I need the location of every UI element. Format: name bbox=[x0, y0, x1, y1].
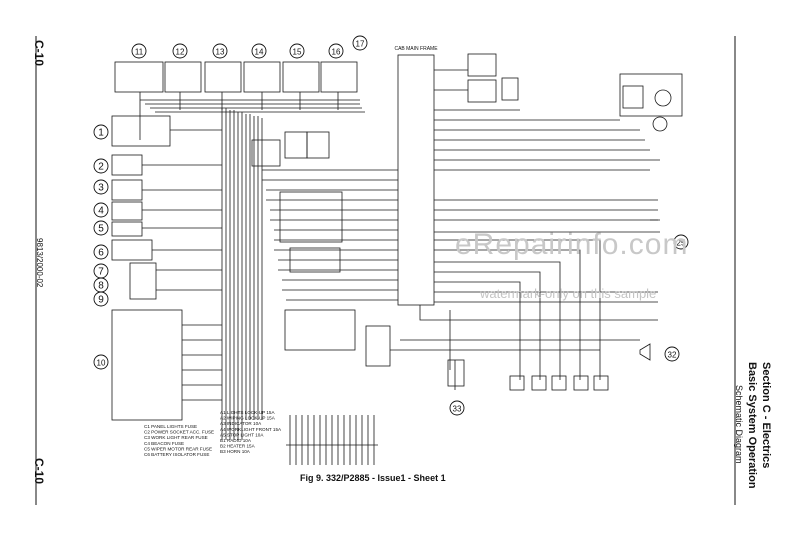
component-box-5 bbox=[111, 221, 143, 237]
switch-block-12 bbox=[164, 61, 202, 93]
callout-13: 13 bbox=[212, 43, 228, 59]
callout-label: 32 bbox=[668, 351, 677, 360]
switch-block-16 bbox=[320, 61, 358, 93]
wiper-motor-symbol bbox=[654, 89, 672, 107]
callout-label: 16 bbox=[332, 48, 341, 57]
component-box-7-8 bbox=[129, 262, 157, 300]
switch-block-11 bbox=[114, 61, 164, 93]
relay-top-b bbox=[284, 131, 308, 159]
callout-label: 1 bbox=[98, 128, 104, 139]
sub-sub-title: Schematic Diagram bbox=[734, 385, 744, 464]
relay-right-1 bbox=[467, 53, 497, 77]
motor-33 bbox=[447, 359, 465, 387]
component-box-3 bbox=[111, 179, 143, 201]
callout-label: 14 bbox=[255, 48, 264, 57]
callout-label: 11 bbox=[135, 48, 144, 57]
callout-label: 5 bbox=[98, 224, 104, 235]
horn-symbol bbox=[639, 343, 651, 361]
lamp-connector-2 bbox=[531, 375, 547, 391]
component-box-4 bbox=[111, 201, 143, 221]
relay-top-a bbox=[251, 139, 281, 167]
figure-caption: Fig 9. 332/P2885 - Issue1 - Sheet 1 bbox=[300, 473, 446, 483]
callout-6: 6 bbox=[93, 244, 109, 260]
callout-label: 15 bbox=[293, 48, 302, 57]
component-box-2 bbox=[111, 154, 143, 176]
callout-9: 9 bbox=[93, 291, 109, 307]
top-frame-label: CAB MAIN FRAME bbox=[394, 46, 438, 52]
callout-4: 4 bbox=[93, 202, 109, 218]
watermark-main: eRepairinfo.com bbox=[455, 228, 689, 261]
component-box-1 bbox=[111, 115, 171, 147]
callout-10: 10 bbox=[93, 354, 109, 370]
component-box-10 bbox=[111, 309, 183, 421]
callout-label: 12 bbox=[176, 48, 185, 57]
callout-16: 16 bbox=[328, 43, 344, 59]
relay-top-c bbox=[306, 131, 330, 159]
callout-7: 7 bbox=[93, 263, 109, 279]
relay-right-2 bbox=[467, 79, 497, 103]
watermark-sub: watermark-only on this sample bbox=[480, 286, 657, 301]
callout-11: 11 bbox=[131, 43, 147, 59]
callout-2: 2 bbox=[93, 158, 109, 174]
lamp-connector-3 bbox=[551, 375, 567, 391]
switch-block-14 bbox=[243, 61, 281, 93]
callout-33: 33 bbox=[449, 400, 465, 416]
callout-label: 17 bbox=[356, 40, 365, 49]
cab-main-frame-connector bbox=[397, 54, 435, 306]
callout-label: 9 bbox=[98, 295, 104, 306]
callout-5: 5 bbox=[93, 220, 109, 236]
document-number: 9813/2000-02 bbox=[35, 238, 44, 288]
callout-label: 13 bbox=[216, 48, 225, 57]
lamp-connector-5 bbox=[593, 375, 609, 391]
callout-3: 3 bbox=[93, 179, 109, 195]
callout-label: 33 bbox=[453, 405, 462, 414]
page-code-bottom: C-10 bbox=[32, 458, 46, 485]
callout-label: 6 bbox=[98, 248, 104, 259]
relay-right-3 bbox=[501, 77, 519, 101]
callout-25: 25 bbox=[673, 234, 689, 250]
switch-block-15 bbox=[282, 61, 320, 93]
fuse-block-right bbox=[365, 325, 391, 367]
fuse-relay-block bbox=[284, 309, 356, 351]
callout-14: 14 bbox=[251, 43, 267, 59]
callout-17: 17 bbox=[352, 35, 368, 51]
callout-8: 8 bbox=[93, 277, 109, 293]
section-title: Section C - Electrics bbox=[760, 362, 772, 469]
sub-title: Basic System Operation bbox=[746, 362, 758, 489]
callout-1: 1 bbox=[93, 124, 109, 140]
switch-block-13 bbox=[204, 61, 242, 93]
callout-label: 25 bbox=[677, 239, 686, 248]
lamp-connector-4 bbox=[573, 375, 589, 391]
callout-label: 4 bbox=[98, 206, 104, 217]
callout-label: 8 bbox=[98, 281, 104, 292]
callout-label: 2 bbox=[98, 162, 104, 173]
callout-12: 12 bbox=[172, 43, 188, 59]
wiper-motor-box bbox=[619, 73, 683, 117]
callout-label: 7 bbox=[98, 267, 104, 278]
right-motor-2 bbox=[652, 116, 668, 132]
callout-label: 3 bbox=[98, 183, 104, 194]
lamp-connector-1 bbox=[509, 375, 525, 391]
callout-15: 15 bbox=[289, 43, 305, 59]
page-code-top: C-10 bbox=[32, 40, 46, 67]
callout-32: 32 bbox=[664, 346, 680, 362]
center-relay-panel bbox=[279, 191, 343, 243]
callout-label: 10 bbox=[97, 359, 106, 368]
component-box-6 bbox=[111, 239, 153, 261]
